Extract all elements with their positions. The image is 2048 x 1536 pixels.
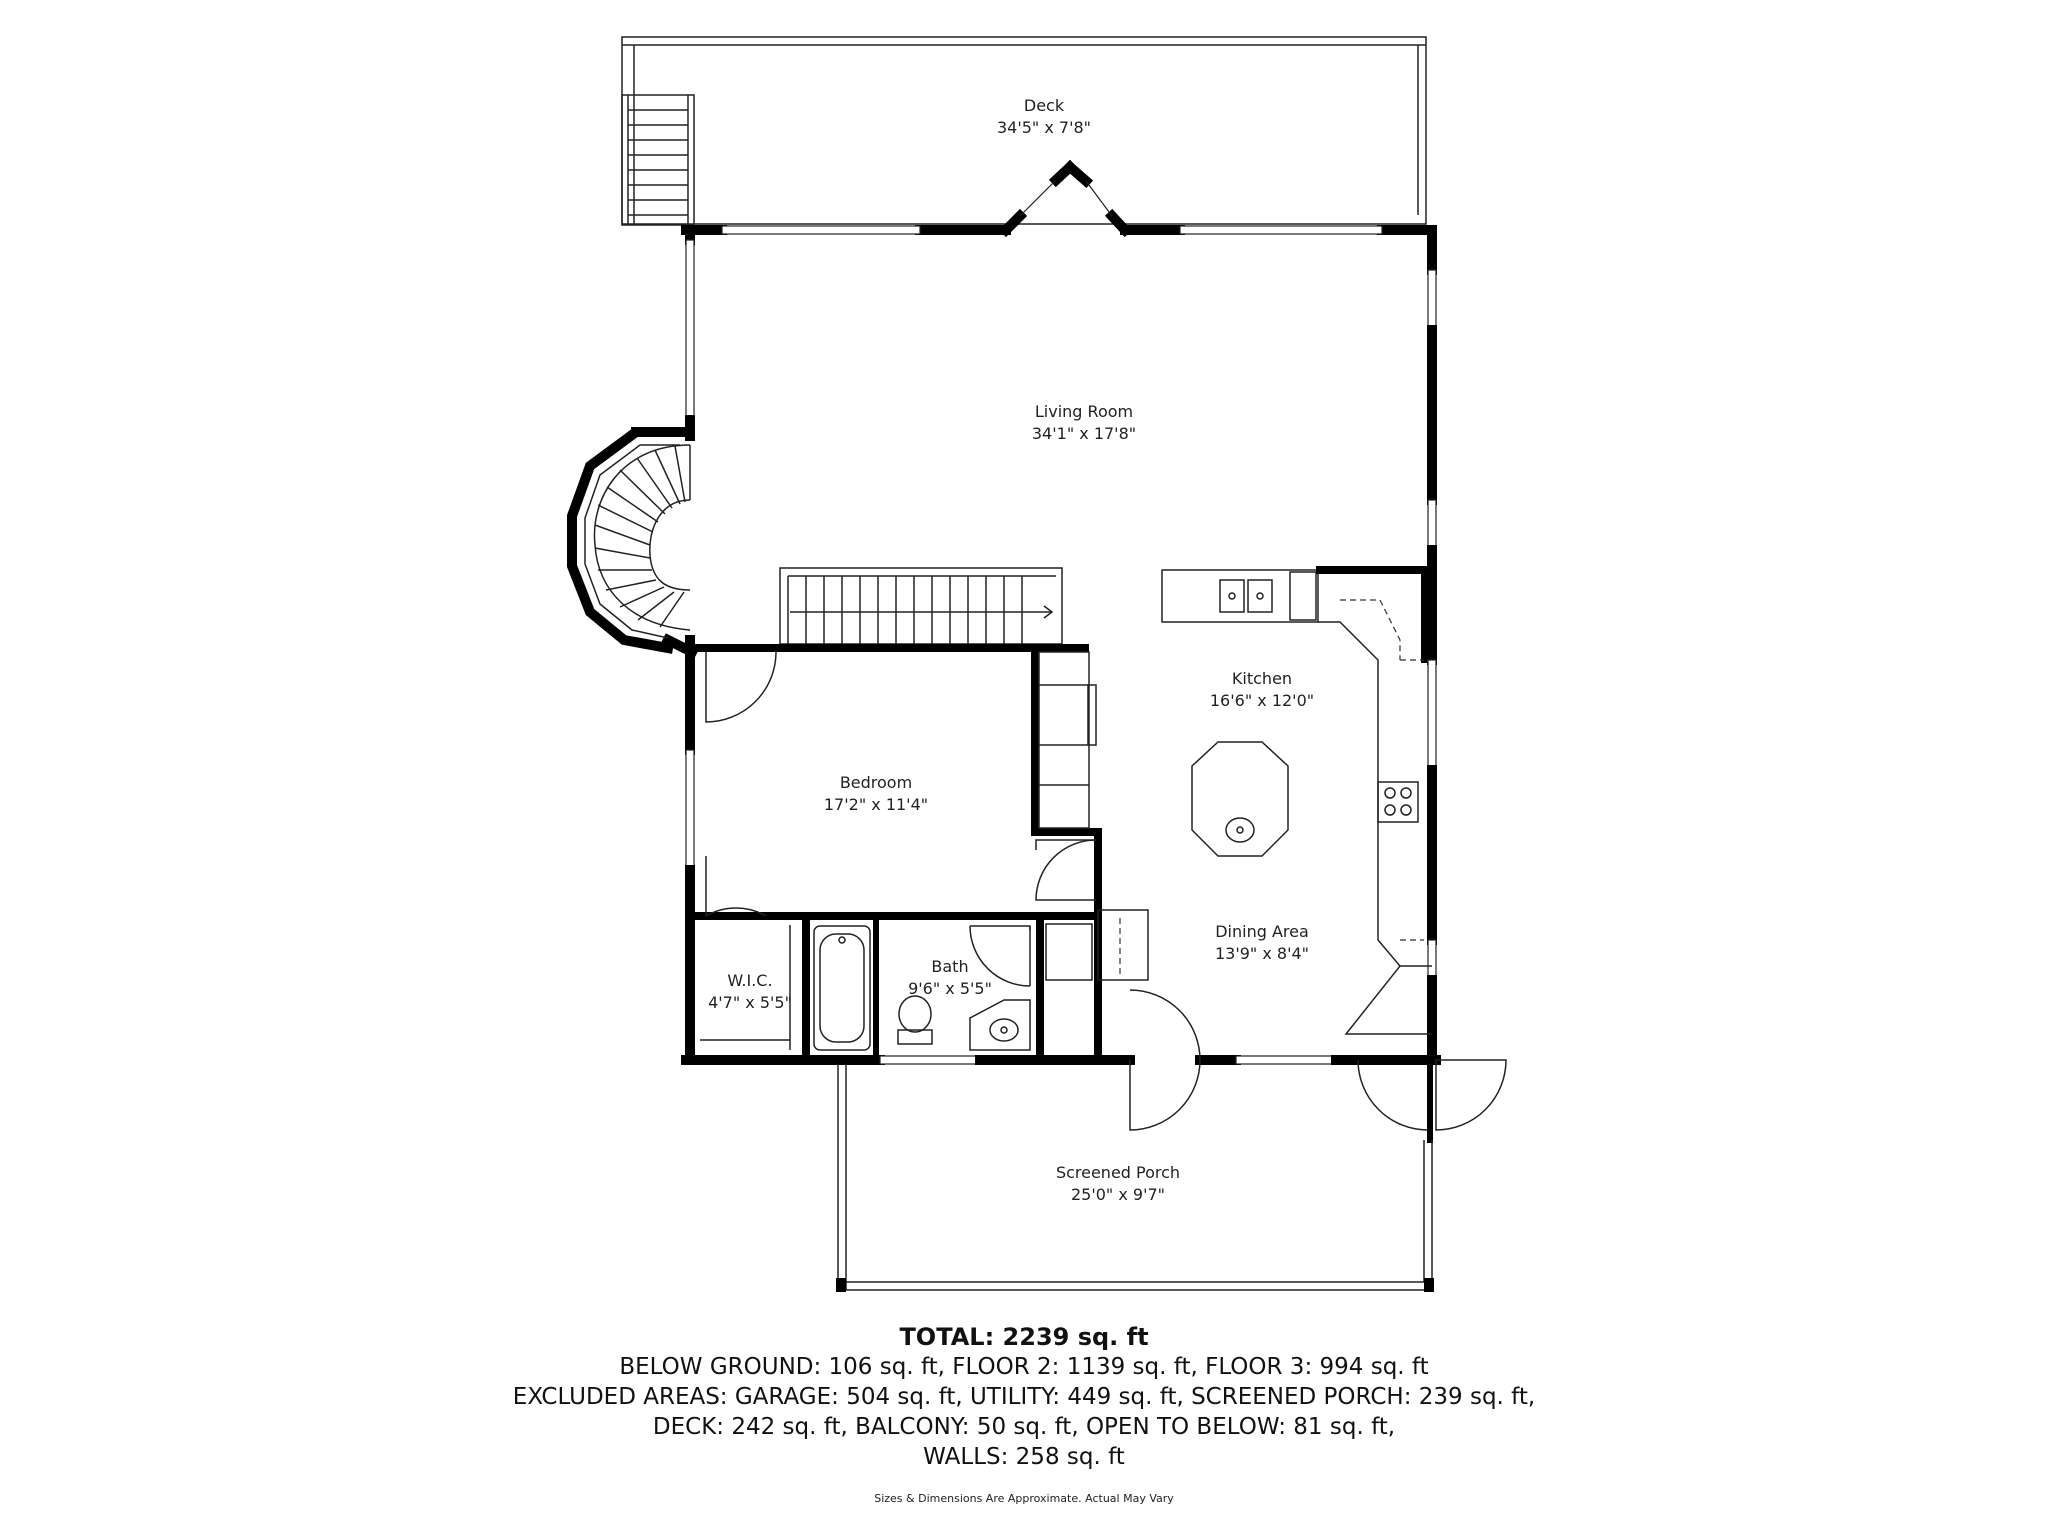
total-area: TOTAL: 2239 sq. ft [899,1323,1149,1351]
porch-doors [1129,989,1507,1143]
kitchen-name: Kitchen [1232,669,1292,688]
kitchen-dims: 16'6" x 12'0" [1210,691,1314,710]
kitchen [1097,566,1436,1035]
screened-porch-name: Screened Porch [1056,1163,1180,1182]
deck-name: Deck [1024,96,1065,115]
area-summary: TOTAL: 2239 sq. ft BELOW GROUND: 106 sq.… [0,1322,2048,1472]
straight-staircase [779,567,1063,645]
bath-wic-walls [685,911,1102,1065]
deck-dims: 34'5" x 7'8" [997,118,1091,137]
area-line-1: BELOW GROUND: 106 sq. ft, FLOOR 2: 1139 … [619,1354,1429,1380]
dining-area-name: Dining Area [1215,922,1309,941]
bedroom-dims: 17'2" x 11'4" [824,795,928,814]
bedroom-walls [686,644,1102,920]
bath-name: Bath [931,957,968,976]
spiral-staircase [567,427,695,654]
dining-area-dims: 13'9" x 8'4" [1215,944,1309,963]
area-line-4: WALLS: 258 sq. ft [923,1444,1125,1470]
bath-dims: 9'6" x 5'5" [908,979,992,998]
area-line-3: DECK: 242 sq. ft, BALCONY: 50 sq. ft, OP… [652,1414,1396,1440]
screened-porch [836,1064,1434,1292]
living-room-name: Living Room [1035,402,1133,421]
wic-name: W.I.C. [727,971,772,990]
screened-porch-dims: 25'0" x 9'7" [1071,1185,1165,1204]
room-labels: Deck 34'5" x 7'8" Living Room 34'1" x 17… [708,96,1314,1204]
disclaimer: Sizes & Dimensions Are Approximate. Actu… [874,1492,1174,1505]
area-line-2: EXCLUDED AREAS: GARAGE: 504 sq. ft, UTIL… [512,1384,1536,1410]
deck [621,36,1427,226]
wic-dims: 4'7" x 5'5" [708,993,792,1012]
deck-stairs [621,94,695,226]
living-room-dims: 34'1" x 17'8" [1032,424,1136,443]
bedroom-name: Bedroom [840,773,912,792]
